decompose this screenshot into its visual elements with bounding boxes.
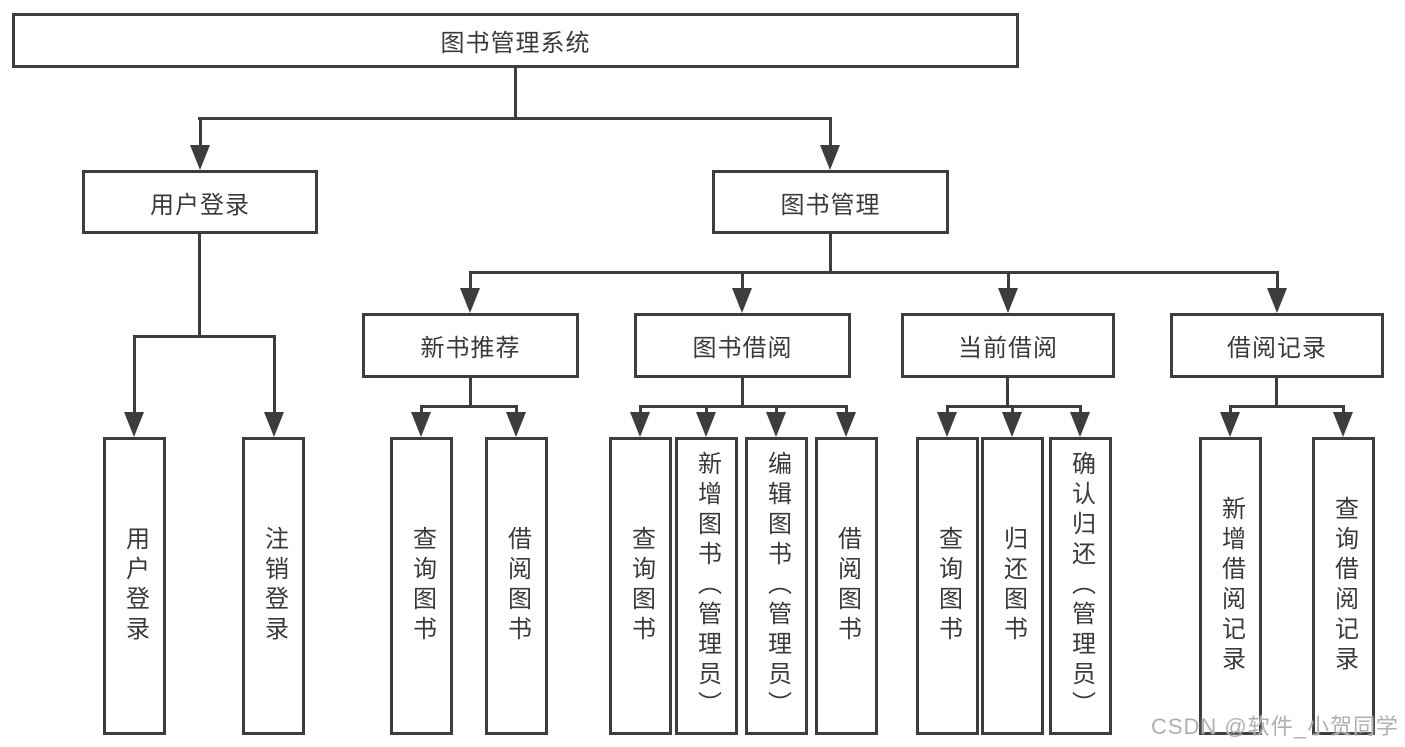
- connector-vline: [469, 378, 472, 405]
- node-book-management: 图书管理: [712, 170, 949, 234]
- node-library-management-system: 图书管理系统: [12, 13, 1019, 68]
- connector-vline: [198, 234, 201, 335]
- connector-vline: [829, 234, 832, 271]
- leaf-label: 归还图书: [999, 526, 1027, 646]
- leaf-confirm-return-admin: 确认归还（管理员）: [1049, 437, 1112, 735]
- arrow-down-icon: [1267, 271, 1287, 313]
- leaf-label: 确认归还（管理员）: [1067, 451, 1095, 721]
- leaf-label: 查询图书: [627, 526, 655, 646]
- leaf-query-books-current: 查询图书: [916, 437, 979, 735]
- leaf-query-books-recommend: 查询图书: [390, 437, 453, 735]
- connector-hline: [1229, 405, 1345, 408]
- connector-hline: [420, 405, 518, 408]
- connector-hline: [946, 405, 1082, 408]
- arrow-down-icon: [460, 271, 480, 313]
- leaf-query-books-borrow: 查询图书: [609, 437, 672, 735]
- arrow-down-icon: [1002, 405, 1022, 437]
- arrow-down-icon: [506, 405, 526, 437]
- arrow-down-icon: [264, 335, 284, 437]
- connector-hline: [198, 117, 832, 120]
- node-book-borrowing: 图书借阅: [634, 313, 851, 378]
- leaf-add-book-admin: 新增图书（管理员）: [675, 437, 738, 735]
- csdn-watermark: CSDN @软件_小贺同学: [1150, 714, 1399, 739]
- leaf-label: 借阅图书: [833, 526, 861, 646]
- node-label: 图书管理: [780, 191, 881, 219]
- node-label: 当前借阅: [958, 335, 1058, 362]
- leaf-user-login: 用户登录: [103, 437, 166, 735]
- arrow-down-icon: [1070, 405, 1090, 437]
- arrow-down-icon: [630, 405, 650, 437]
- connector-vline: [1006, 378, 1009, 405]
- connector-hline: [469, 271, 1279, 274]
- node-new-book-recommendation: 新书推荐: [362, 313, 579, 378]
- node-label: 图书管理系统: [440, 30, 591, 57]
- leaf-label: 新增图书（管理员）: [693, 451, 721, 721]
- arrow-down-icon: [998, 271, 1018, 313]
- connector-hline: [639, 405, 848, 408]
- node-label: 新书推荐: [420, 335, 521, 362]
- node-current-borrowing: 当前借阅: [901, 313, 1115, 378]
- node-user-login: 用户登录: [82, 170, 318, 234]
- leaf-add-borrow-record: 新增借阅记录: [1199, 437, 1262, 735]
- arrow-down-icon: [190, 117, 210, 170]
- leaf-borrow-books-recommend: 借阅图书: [485, 437, 548, 735]
- arrow-down-icon: [1220, 405, 1240, 437]
- leaf-label: 编辑图书（管理员）: [763, 451, 791, 721]
- connector-vline: [1275, 378, 1278, 405]
- connector-vline: [514, 68, 517, 117]
- leaf-return-book: 归还图书: [981, 437, 1044, 735]
- leaf-borrow-books: 借阅图书: [815, 437, 878, 735]
- node-label: 借阅记录: [1227, 335, 1327, 362]
- leaf-query-borrow-record: 查询借阅记录: [1312, 437, 1375, 735]
- arrow-down-icon: [124, 335, 144, 437]
- leaf-label: 借阅图书: [503, 526, 531, 646]
- leaf-edit-book-admin: 编辑图书（管理员）: [745, 437, 808, 735]
- leaf-label: 查询图书: [408, 526, 436, 646]
- leaf-label: 查询图书: [934, 526, 962, 646]
- node-label: 图书借阅: [692, 335, 793, 362]
- arrow-down-icon: [766, 405, 786, 437]
- node-label: 用户登录: [150, 191, 250, 219]
- leaf-logout: 注销登录: [242, 437, 305, 735]
- arrow-down-icon: [836, 405, 856, 437]
- arrow-down-icon: [937, 405, 957, 437]
- arrow-down-icon: [411, 405, 431, 437]
- node-borrowing-records: 借阅记录: [1170, 313, 1384, 378]
- leaf-label: 用户登录: [121, 526, 149, 646]
- connector-hline: [133, 335, 275, 338]
- leaf-label: 新增借阅记录: [1217, 496, 1245, 676]
- arrow-down-icon: [732, 271, 752, 313]
- arrow-down-icon: [1333, 405, 1353, 437]
- leaf-label: 查询借阅记录: [1330, 496, 1358, 676]
- connector-vline: [741, 378, 744, 405]
- arrow-down-icon: [820, 117, 840, 170]
- leaf-label: 注销登录: [260, 526, 288, 646]
- arrow-down-icon: [696, 405, 716, 437]
